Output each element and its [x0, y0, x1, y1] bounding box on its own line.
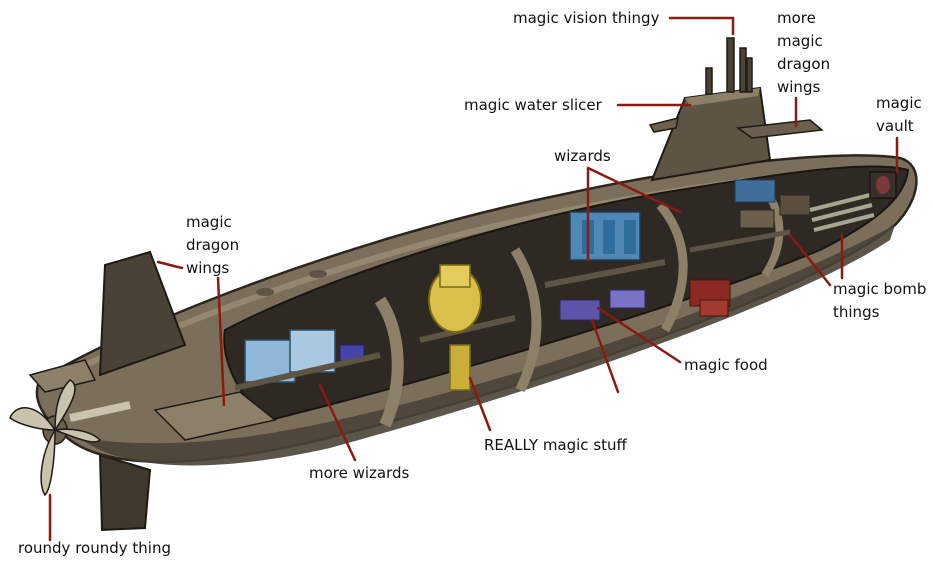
label-magic-vault: magic vault [876, 92, 922, 138]
label-magic-water-slicer: magic water slicer [464, 94, 602, 117]
label-really-magic-stuff: REALLY magic stuff [484, 434, 627, 457]
label-magic-food: magic food [684, 354, 768, 377]
label-roundy-roundy-thing: roundy roundy thing [18, 537, 171, 560]
label-magic-vision-thingy: magic vision thingy [513, 7, 659, 30]
hatch [309, 270, 327, 278]
label-magic-bomb-things: magic bomb things [833, 278, 926, 324]
label-wizards: wizards [554, 145, 611, 168]
label-more-magic-dragon-wings: more magic dragon wings [777, 7, 830, 99]
label-magic-dragon-wings: magic dragon wings [186, 211, 239, 280]
hatch [256, 288, 274, 296]
label-more-wizards: more wizards [309, 462, 409, 485]
